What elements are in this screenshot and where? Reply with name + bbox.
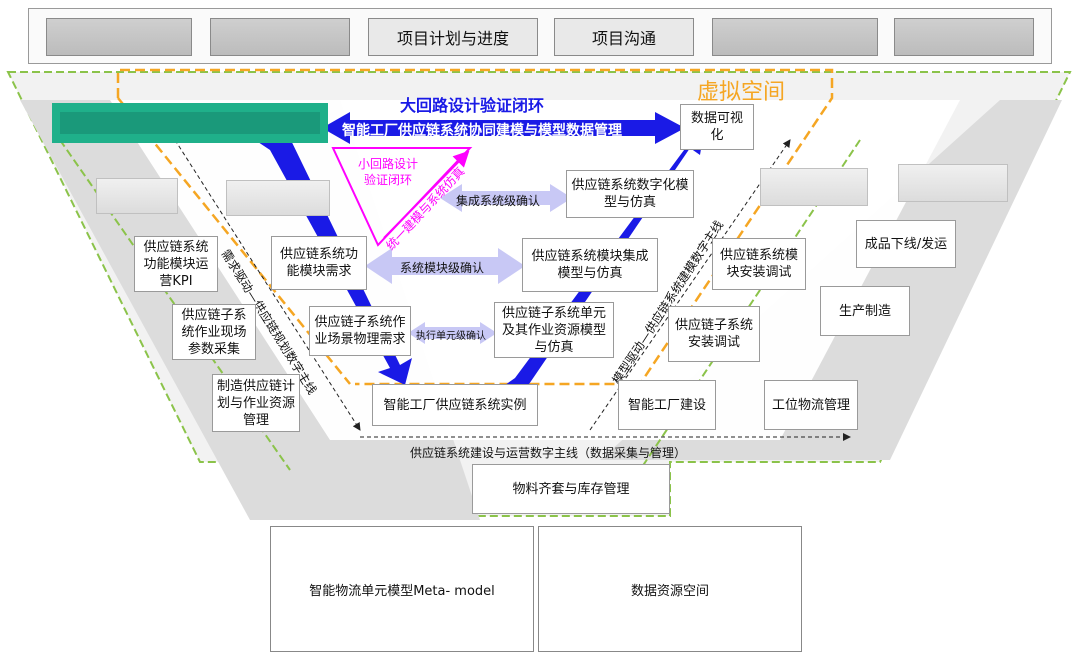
- node-unit-model: 供应链子系统单元及其作业资源模型与仿真: [494, 302, 614, 358]
- blurred-image-center: [226, 180, 330, 216]
- node-system-instance: 智能工厂供应链系统实例: [372, 384, 538, 426]
- virtual-space-label: 虚拟空间: [697, 80, 786, 105]
- tab-project-communication[interactable]: 项目沟通: [554, 18, 694, 56]
- node-plan-management: 制造供应链计划与作业资源管理: [212, 374, 300, 432]
- node-production: 生产制造: [820, 286, 910, 336]
- tab-project-plan[interactable]: 项目计划与进度: [368, 18, 538, 56]
- node-station-logistics: 工位物流管理: [764, 380, 858, 430]
- node-field-params: 供应链子系统作业现场参数采集: [172, 304, 256, 360]
- node-kpi: 供应链系统功能模块运营KPI: [134, 236, 218, 292]
- top-menu-bar: [28, 8, 1052, 64]
- blurred-image-left: [96, 178, 178, 214]
- node-subsystem-requirement: 供应链子系统作业场景物理需求: [309, 306, 411, 356]
- confirm-unit-label: 执行单元级确认: [416, 331, 486, 342]
- meta-model-box: 智能物流单元模型Meta- model: [270, 526, 534, 652]
- blurred-tab-1[interactable]: [46, 18, 192, 56]
- node-data-visualization: 数据可视化: [680, 104, 754, 150]
- node-factory-construction: 智能工厂建设: [618, 380, 716, 430]
- main-banner-label: 智能工厂供应链系统协同建模与模型数据管理: [342, 123, 622, 139]
- data-resource-space-box: 数据资源空间: [538, 526, 802, 652]
- blurred-tab-2[interactable]: [210, 18, 350, 56]
- node-shipping: 成品下线/发运: [856, 220, 956, 268]
- small-loop-label: 小回路设计 验证闭环: [357, 157, 418, 187]
- blurred-image-right-2: [898, 164, 1008, 202]
- confirm-system-label: 集成系统级确认: [456, 194, 541, 208]
- node-function-requirement: 供应链系统功能模块需求: [271, 236, 367, 290]
- blurred-image-right-1: [760, 168, 868, 206]
- confirm-module-label: 系统模块级确认: [400, 261, 485, 275]
- big-loop-label: 大回路设计验证闭环: [400, 96, 545, 115]
- node-subsystem-install: 供应链子系统安装调试: [668, 306, 760, 362]
- bottom-thread-label: 供应链系统建设与运营数字主线（数据采集与管理）: [410, 446, 687, 460]
- blurred-tab-4[interactable]: [894, 18, 1034, 56]
- node-module-model: 供应链系统模块集成模型与仿真: [522, 238, 658, 292]
- node-module-install: 供应链系统模块安装调试: [712, 238, 806, 290]
- node-material-inventory: 物料齐套与库存管理: [472, 464, 670, 514]
- node-digital-model: 供应链系统数字化模型与仿真: [566, 170, 694, 218]
- blurred-tab-3[interactable]: [712, 18, 878, 56]
